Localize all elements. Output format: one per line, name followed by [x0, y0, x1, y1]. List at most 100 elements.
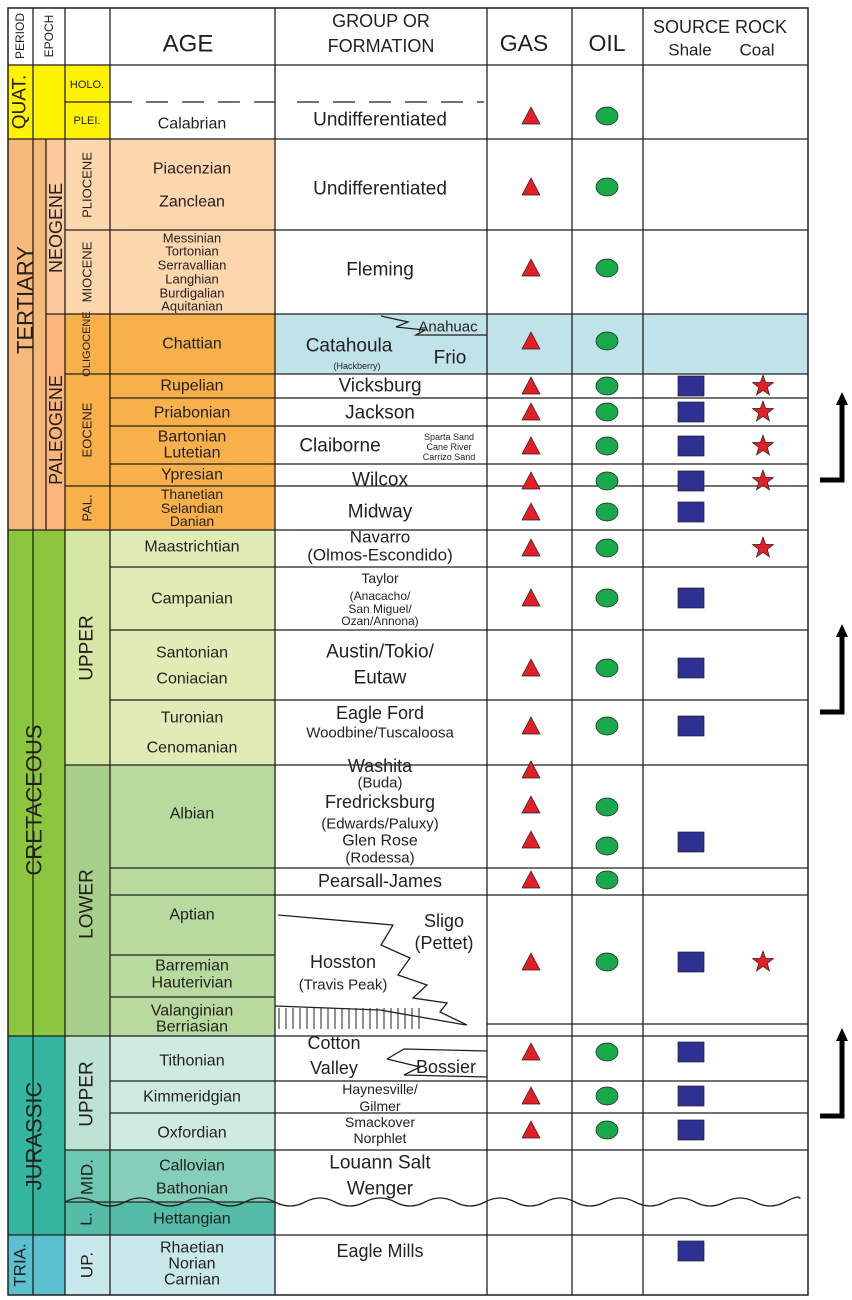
coal-marker — [751, 468, 775, 491]
oil-marker — [595, 502, 619, 522]
age-paleocene-stage: Selandian — [161, 500, 223, 516]
age-triassic-stage: Rhaetian — [160, 1240, 224, 1257]
formation-austin: Eutaw — [354, 668, 407, 689]
upper-cretaceous-age-fill — [110, 530, 275, 765]
age-valanginian: Valanginian — [151, 1003, 233, 1020]
age-piacenzian: Piacenzian — [153, 161, 231, 178]
period-header: PERIOD — [13, 13, 27, 59]
shale-marker — [677, 470, 705, 492]
age-header: AGE — [163, 31, 214, 58]
age-rupelian: Rupelian — [160, 378, 223, 395]
age-zanclean: Zanclean — [159, 194, 225, 211]
formation-claiborne-member: Sparta Sand — [424, 432, 474, 442]
formation-claiborne: Claiborne — [299, 436, 380, 457]
age-miocene-stage: Langhian — [165, 272, 219, 287]
oil-marker — [595, 658, 619, 678]
formation-taylor-member: San Miguel/ — [348, 602, 412, 616]
gas-marker — [521, 376, 541, 395]
age-triassic-stage: Norian — [168, 1256, 215, 1273]
period-label-jurassic: JURASSIC — [22, 1081, 47, 1190]
epoch-label-middle-jurassic: MID. — [78, 1159, 97, 1195]
gas-marker — [521, 538, 541, 557]
jurassic-fill — [8, 1036, 65, 1235]
formation-claiborne-member: Cane River — [426, 442, 471, 452]
formation-wilcox: Wilcox — [352, 470, 408, 491]
hook-arrow-jurassic — [820, 1040, 845, 1119]
shale-marker — [677, 1041, 705, 1063]
gas-marker — [521, 258, 541, 277]
unconformity-line — [64, 1196, 801, 1207]
formation-eagle-ford: Eagle Ford — [336, 703, 424, 723]
paleogene-age-fill — [65, 314, 275, 530]
formation-smackover: Smackover — [345, 1114, 415, 1130]
hook-arrow-tertiary — [820, 404, 845, 483]
hook-arrow-cretaceous — [820, 636, 845, 715]
formation-louann-salt: Louann Salt — [329, 1153, 431, 1174]
formation-glen-rose: Glen Rose — [342, 833, 418, 850]
oil-marker — [595, 1042, 619, 1062]
oligocene-formation-fill — [275, 314, 808, 374]
epoch-header: EPOCH — [42, 15, 56, 58]
oil-marker — [595, 402, 619, 422]
formation-claiborne-member: Carrizo Sand — [423, 452, 476, 462]
period-label-triassic: TRIA. — [11, 1243, 30, 1286]
age-chattian: Chattian — [162, 336, 222, 353]
epoch-label-pleistocene: PLEI. — [74, 115, 101, 127]
age-paleocene-stage: Danian — [170, 513, 214, 529]
coal-marker — [751, 949, 775, 972]
formation-eagle-mills: Eagle Mills — [336, 1241, 423, 1261]
formation-pliocene: Undifferentiated — [313, 179, 447, 200]
source-rock-header: SOURCE ROCK — [653, 17, 787, 37]
shale-marker — [677, 657, 705, 679]
period-label-quaternary: QUAT. — [10, 75, 31, 130]
gas-marker — [521, 331, 541, 350]
formation-fleming: Fleming — [346, 260, 414, 281]
shale-marker — [677, 501, 705, 523]
gas-header: GAS — [500, 30, 549, 56]
formation-buda: (Buda) — [357, 775, 402, 792]
sligo-contact — [277, 914, 468, 1026]
age-triassic-stage: Carnian — [164, 1272, 220, 1289]
bossier-contact — [386, 1048, 488, 1078]
period-label-tertiary: TERTIARY — [13, 246, 38, 354]
formation-fredricksburg: Fredricksburg — [325, 792, 435, 812]
age-miocene-stage: Aquitanian — [161, 299, 222, 314]
age-paleocene-stage: Thanetian — [161, 486, 223, 502]
anahuac-contact — [380, 315, 487, 336]
age-ypresian: Ypresian — [161, 467, 223, 484]
oil-marker — [595, 836, 619, 856]
middle-jurassic-fill — [65, 1150, 110, 1202]
neogene-fill — [46, 139, 65, 314]
shale-marker — [677, 435, 705, 457]
epoch-label-miocene: MIOCENE — [80, 241, 95, 302]
oil-header: OIL — [588, 30, 625, 56]
upper-jurassic-fill — [65, 1036, 110, 1150]
formation-louann-salt: Wenger — [347, 1179, 414, 1200]
formation-catahoula: Catahoula — [306, 336, 393, 357]
epoch-label-upper-jurassic: UPPER — [77, 1061, 98, 1126]
formation-taylor: Taylor — [361, 570, 399, 586]
gas-marker — [521, 106, 541, 125]
epoch-label-eocene: EOCENE — [80, 402, 95, 457]
age-hettangian: Hettangian — [153, 1211, 230, 1228]
formation-jackson: Jackson — [345, 403, 415, 424]
table-border — [7, 7, 809, 1296]
neogene-age-fill — [65, 139, 275, 314]
formation-haynesville: Haynesville/ — [342, 1081, 418, 1097]
age-campanian: Campanian — [151, 591, 233, 608]
gas-marker — [521, 760, 541, 779]
age-maastrichtian: Maastrichtian — [144, 539, 239, 556]
oil-marker — [595, 716, 619, 736]
upper-jurassic-age-fill — [110, 1036, 275, 1150]
gas-marker — [521, 402, 541, 421]
formation-hosston: Hosston — [310, 952, 376, 972]
formation-header: FORMATION — [328, 36, 435, 56]
age-miocene-stage: Serravallian — [158, 258, 227, 273]
formation-washita: Washita — [348, 756, 413, 776]
age-callovian: Callovian — [159, 1158, 225, 1175]
coal-header: Coal — [740, 41, 775, 60]
formation-taylor-member: (Anacacho/ — [350, 589, 411, 603]
gas-marker — [521, 177, 541, 196]
age-bartonian: Bartonian — [158, 429, 227, 446]
age-berriasian: Berriasian — [156, 1019, 228, 1036]
